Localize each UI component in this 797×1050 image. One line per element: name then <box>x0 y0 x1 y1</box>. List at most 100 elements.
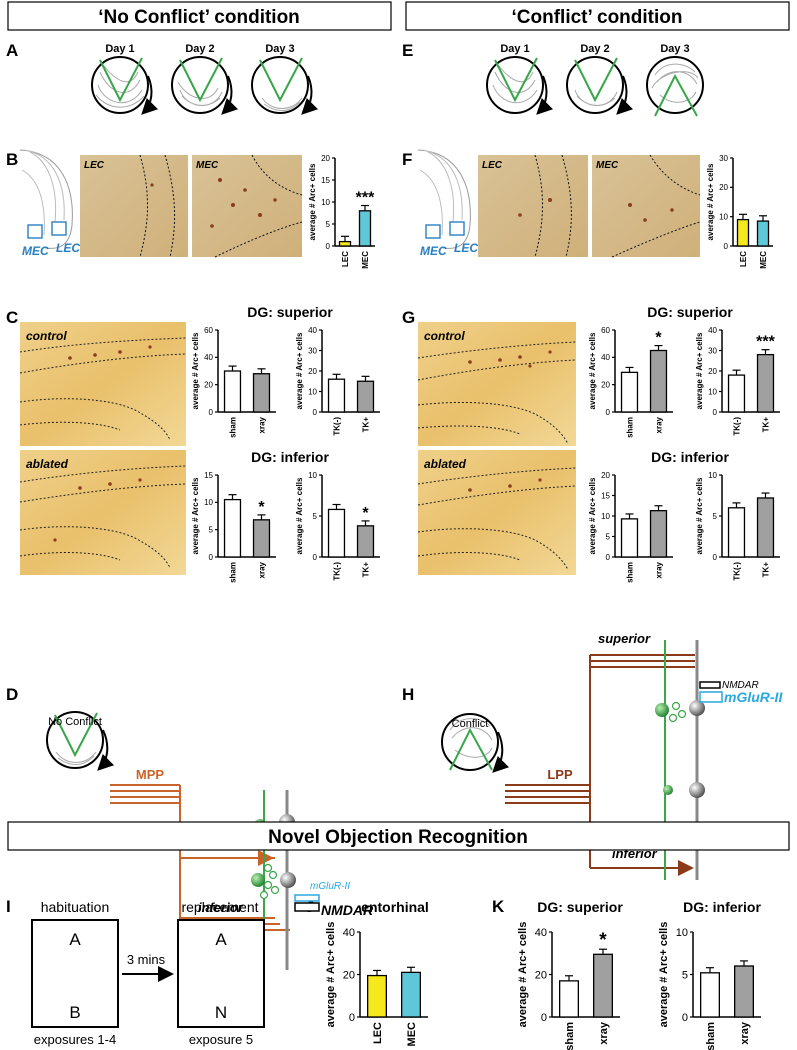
g-dg-inferior-title: DG: inferior <box>651 449 729 465</box>
c-dg-inferior-title: DG: inferior <box>251 449 329 465</box>
exposures-left-label: exposures 1-4 <box>34 1032 116 1047</box>
bar-k-inf-1 <box>734 965 755 1018</box>
nmdar-label-d: NMDAR <box>321 902 374 918</box>
bar-f-0 <box>736 218 750 247</box>
y-tick-label-k-sup-0: 0 <box>541 1012 547 1024</box>
habituation-box <box>31 919 119 1028</box>
panel-letter-b: B <box>6 150 18 169</box>
y-tick-label-g-inf-xray-0: 0 <box>606 553 611 562</box>
micrograph-c-ablated-label: ablated <box>26 457 69 471</box>
micrograph-b-mec-label: MEC <box>196 160 219 171</box>
y-tick-label-k-inf-0: 0 <box>682 1012 688 1024</box>
panel-i: habituation A B exposures 1-4 3 mins rep… <box>31 899 265 1047</box>
y-tick-label-c-sup-tk-2: 20 <box>308 367 317 376</box>
bar-c-inf-tk-0 <box>327 508 346 558</box>
category-label-g-inf-tk-0: TK(-) <box>732 562 741 581</box>
header-box-conflict <box>405 1 790 31</box>
panel-letter-d: D <box>6 685 18 704</box>
y-tick-label-g-sup-xray-0: 0 <box>606 408 611 417</box>
category-label-g-sup-xray-1: xray <box>654 416 663 433</box>
significance-g-sup-xray-1: * <box>655 330 662 347</box>
micrograph-g-ablated <box>418 450 576 575</box>
lec-label-b: LEC <box>56 241 80 255</box>
micrograph-f-lec <box>478 155 588 257</box>
y-tick-label-j-1: 20 <box>343 969 355 981</box>
category-label-b-1: MEC <box>361 251 370 269</box>
y-axis-label-k-sup: average # Arc+ cells <box>517 922 529 1028</box>
category-label-k-inf-0: sham <box>705 1022 717 1050</box>
y-tick-label-c-inf-tk-0: 0 <box>313 553 318 562</box>
significance-c-inf-tk-1: * <box>362 505 369 522</box>
bar-c-sup-tk-0 <box>327 378 346 413</box>
y-tick-label-c-inf-tk-1: 5 <box>313 512 318 521</box>
micrograph-b-lec <box>80 155 188 257</box>
y-axis-label-b: average # Arc+ cells <box>308 163 317 240</box>
y-tick-label-b-3: 15 <box>321 176 330 185</box>
bar-c-inf-tk-1 <box>356 525 375 558</box>
habituation-object-top: A <box>69 930 81 949</box>
y-tick-label-g-sup-tk-2: 20 <box>708 367 717 376</box>
day-1-label: Day 1 <box>105 43 134 55</box>
category-label-k-inf-1: xray <box>739 1021 751 1045</box>
y-tick-label-k-sup-2: 40 <box>535 927 547 939</box>
category-label-g-sup-xray-0: sham <box>625 417 634 438</box>
habituation-object-bottom: B <box>69 1003 80 1022</box>
nmdar-label-h: NMDAR <box>722 680 759 691</box>
micrograph-f-lec-label: LEC <box>482 160 503 171</box>
replacement-box <box>177 919 265 1028</box>
y-tick-label-g-sup-tk-0: 0 <box>713 408 718 417</box>
arena-e-day2 <box>566 56 624 114</box>
y-tick-label-f-0: 0 <box>724 242 729 251</box>
bar-f-1 <box>756 220 770 247</box>
y-tick-label-g-inf-tk-1: 5 <box>713 512 718 521</box>
day-3-label-e: Day 3 <box>660 43 689 55</box>
mglur-label-h: mGluR-II <box>724 689 783 705</box>
bar-g-inf-xray-1 <box>649 510 668 558</box>
habituation-label: habituation <box>41 899 110 915</box>
panel-letter-i: I <box>6 897 11 916</box>
y-tick-label-j-2: 40 <box>343 927 355 939</box>
bar-k-sup-0 <box>559 980 580 1018</box>
y-tick-label-b-4: 20 <box>321 154 330 163</box>
panel-letter-e: E <box>402 41 413 60</box>
y-tick-label-k-sup-1: 20 <box>535 969 547 981</box>
day-2-label-e: Day 2 <box>580 43 609 55</box>
micrograph-g-ablated-label: ablated <box>424 457 467 471</box>
y-tick-label-c-sup-tk-3: 30 <box>308 346 317 355</box>
y-axis-label-g-sup-tk: average # Arc+ cells <box>695 332 704 409</box>
y-tick-label-c-inf-xray-3: 15 <box>204 471 213 480</box>
y-tick-label-g-inf-xray-4: 20 <box>601 471 610 480</box>
y-tick-label-c-sup-xray-0: 0 <box>209 408 214 417</box>
bar-j-0 <box>366 974 387 1018</box>
y-tick-label-g-sup-xray-1: 20 <box>601 380 610 389</box>
bar-j-1 <box>400 971 421 1018</box>
category-label-g-inf-xray-1: xray <box>654 561 663 578</box>
y-axis-label-c-inf-xray: average # Arc+ cells <box>191 477 200 554</box>
y-axis-label-c-inf-tk: average # Arc+ cells <box>295 477 304 554</box>
y-axis-label-c-sup-xray: average # Arc+ cells <box>191 332 200 409</box>
category-label-c-sup-tk-1: TK+ <box>361 417 370 433</box>
mpp-label: MPP <box>136 767 165 782</box>
bar-b-0 <box>338 240 352 247</box>
lec-label-f: LEC <box>454 241 478 255</box>
y-tick-label-g-sup-tk-1: 10 <box>708 387 717 396</box>
bar-g-sup-tk-1 <box>756 353 775 413</box>
y-tick-label-c-inf-xray-2: 10 <box>204 498 213 507</box>
arena-a-day2 <box>171 56 229 114</box>
y-tick-label-c-inf-tk-2: 10 <box>308 471 317 480</box>
arena-a-day3 <box>251 56 309 114</box>
category-label-g-sup-tk-1: TK+ <box>761 417 770 433</box>
category-label-j-0: LEC <box>372 1022 384 1044</box>
micrograph-c-ablated <box>20 450 186 575</box>
panel-f: MEC LEC LEC MEC <box>417 149 701 258</box>
bar-c-sup-xray-0 <box>223 370 242 413</box>
